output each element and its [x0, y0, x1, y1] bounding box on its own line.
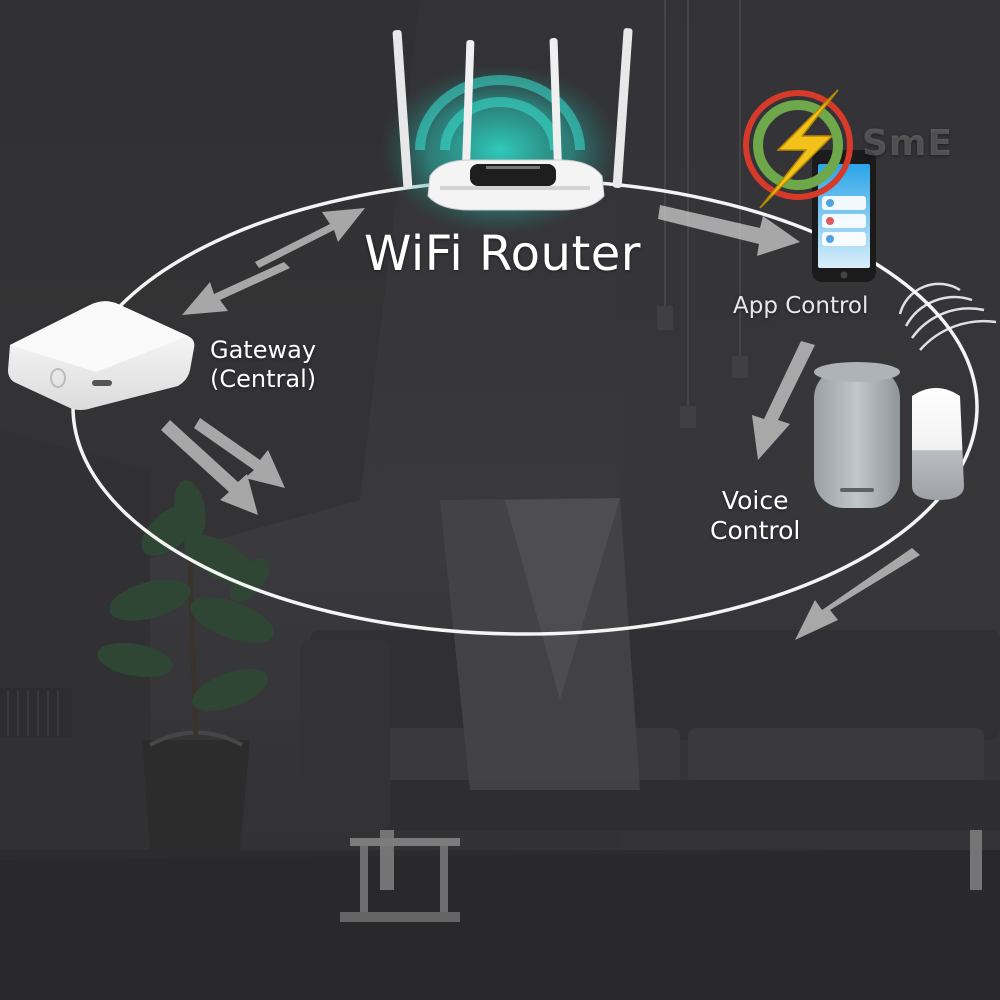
smart-speaker — [814, 362, 900, 508]
brand-logo — [743, 89, 853, 209]
gateway-label-line2: (Central) — [210, 364, 317, 393]
connection-arrows — [161, 205, 920, 640]
gateway-label-line1: Gateway — [210, 336, 317, 364]
app-control-label: App Control — [733, 293, 869, 319]
router-label: WiFi Router — [364, 226, 642, 282]
pendant-lamps — [657, 0, 748, 428]
voice-control-label: Voice Control — [710, 486, 800, 546]
cushion — [440, 498, 640, 790]
gateway-hub — [8, 301, 195, 410]
gateway-label: Gateway (Central) — [210, 336, 316, 394]
brand-logo-text: SmE — [862, 123, 954, 164]
wifi-router — [392, 28, 633, 211]
plant — [97, 480, 274, 850]
voice-label-line1: Voice — [721, 486, 789, 515]
lightning-bolt-icon — [759, 89, 839, 209]
wifi-signal-icon — [898, 282, 997, 351]
smartphone — [812, 150, 876, 282]
voice-label-line2: Control — [710, 516, 801, 545]
home-speaker — [912, 388, 964, 500]
